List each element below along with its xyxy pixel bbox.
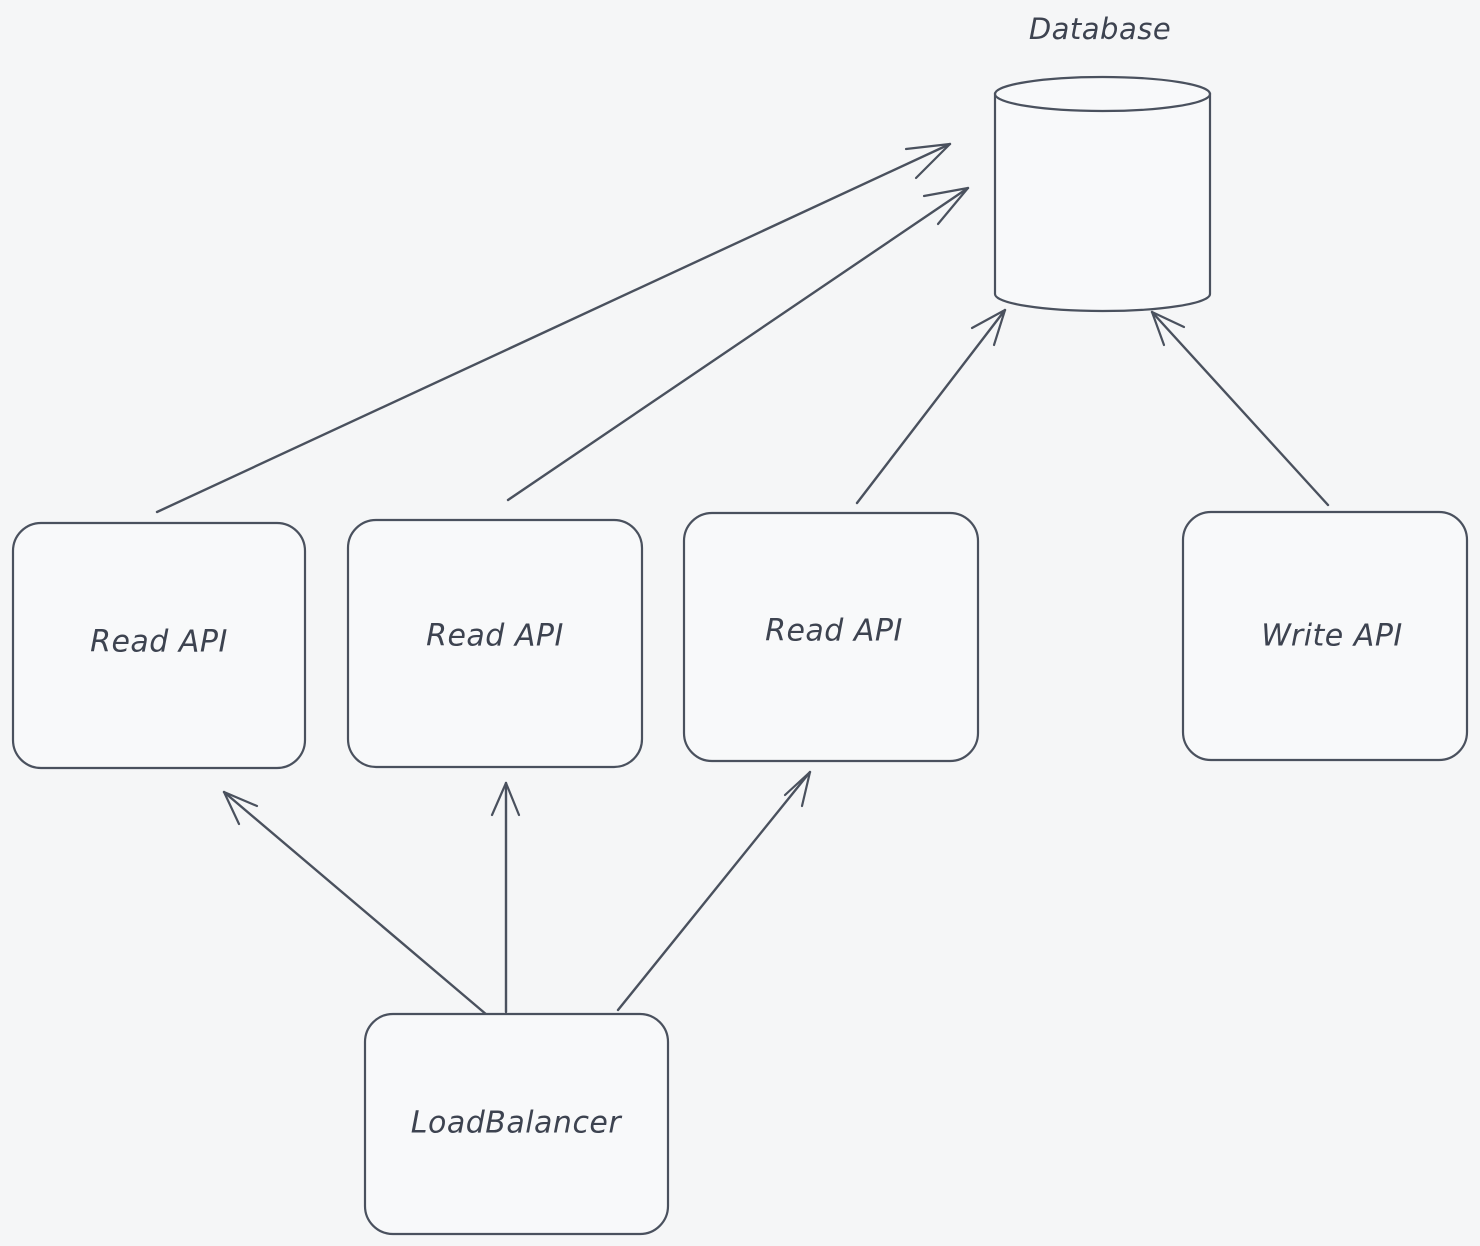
node-read-api-2[interactable]: Read API — [346, 518, 644, 769]
node-read-api-2-shape[interactable] — [346, 518, 644, 769]
database-cylinder-body[interactable] — [993, 92, 1212, 313]
edge-write-api-to-database — [1150, 310, 1330, 507]
node-write-api-label: Write API — [1261, 619, 1403, 654]
node-read-api-1-label: Read API — [90, 625, 228, 660]
node-loadbalancer-label: LoadBalancer — [411, 1106, 623, 1141]
node-database-label: Database — [1029, 12, 1171, 46]
node-read-api-1-shape[interactable] — [11, 521, 307, 770]
edge-read-api-1-to-database — [155, 142, 952, 514]
node-write-api-shape[interactable] — [1181, 510, 1469, 762]
node-read-api-3[interactable]: Read API — [682, 511, 980, 763]
node-write-api[interactable]: Write API — [1181, 510, 1469, 762]
edge-read-api-3-to-database — [855, 308, 1007, 505]
node-database[interactable]: Database — [993, 12, 1212, 313]
node-loadbalancer[interactable]: LoadBalancer — [363, 1012, 670, 1236]
edge-loadbalancer-to-read-api-2 — [490, 781, 521, 1014]
node-read-api-3-label: Read API — [765, 614, 903, 649]
edge-loadbalancer-to-read-api-3 — [616, 770, 812, 1012]
node-loadbalancer-shape[interactable] — [363, 1012, 670, 1236]
edge-loadbalancer-to-read-api-1 — [222, 790, 489, 1017]
node-read-api-1[interactable]: Read API — [11, 521, 307, 770]
database-cylinder-top[interactable] — [993, 75, 1212, 113]
edge-read-api-2-to-database — [506, 186, 970, 502]
node-read-api-2-label: Read API — [426, 619, 564, 654]
node-read-api-3-shape[interactable] — [682, 511, 980, 763]
